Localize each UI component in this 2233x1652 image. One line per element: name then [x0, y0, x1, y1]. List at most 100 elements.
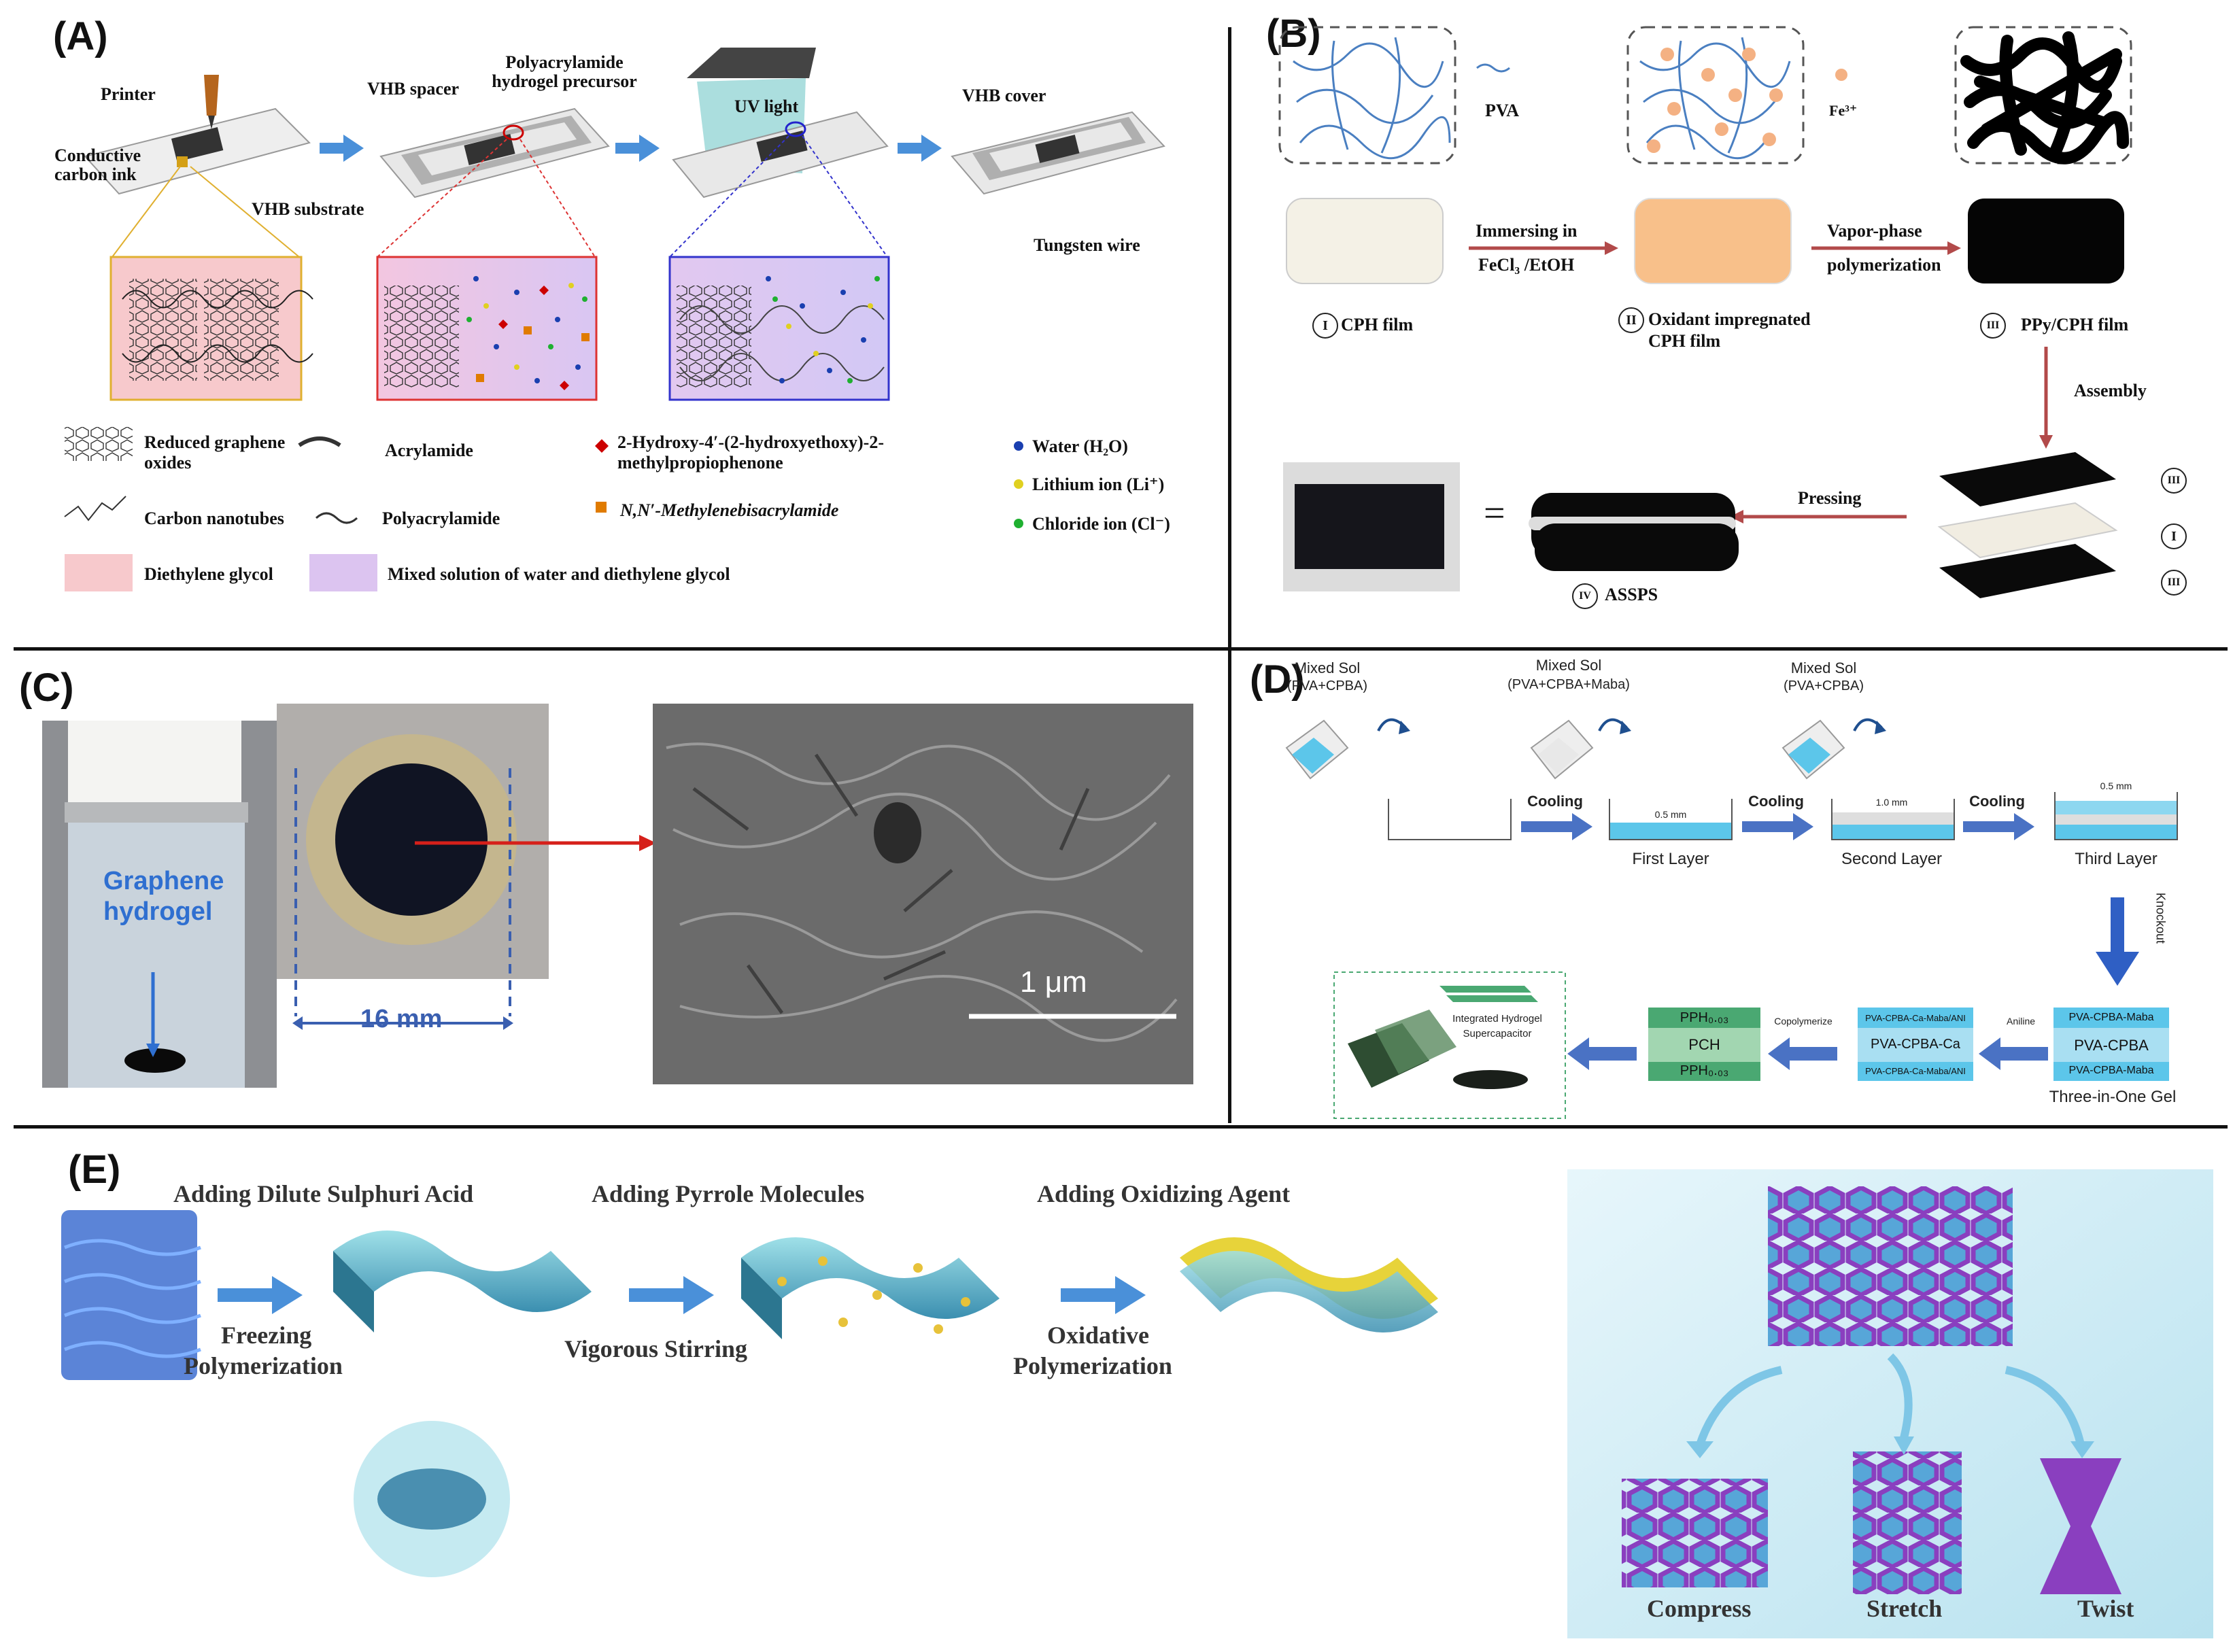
- d-sol1-line2: (PVA+CPBA): [1287, 678, 1367, 693]
- printer-label: Printer: [101, 84, 156, 104]
- panel-d-process-illustration: [1285, 718, 2178, 1119]
- e-step2-title: Adding Pyrrole Molecules: [592, 1180, 865, 1207]
- d-sol1-line1: Mixed Sol: [1294, 659, 1361, 676]
- c-hydrogel-line2: hydrogel: [103, 897, 213, 926]
- panel-b-label: (B): [1266, 12, 1321, 56]
- d-gel-bot: PVA-CPBA-Maba: [2068, 1065, 2154, 1076]
- legend-lithium: Lithium ion (Li⁺): [1032, 475, 1165, 494]
- e-stretch: Stretch: [1866, 1595, 1943, 1622]
- d-ani-bot: PVA-CPBA-Ca-Maba/ANI: [1865, 1066, 1966, 1076]
- b-stack-roman-mid: I: [2161, 523, 2187, 549]
- legend-cnt: Carbon nanotubes: [144, 509, 284, 528]
- legend-deg: Diethylene glycol: [144, 564, 273, 584]
- d-integrated-line1: Integrated Hydrogel: [1452, 1013, 1542, 1025]
- d-sol3-line1: Mixed Sol: [1790, 659, 1857, 676]
- d-mm-third: 0.5 mm: [2100, 780, 2132, 791]
- b-film2-line1: Oxidant impregnated: [1648, 309, 1811, 329]
- b-stack-roman-bot: III: [2161, 570, 2187, 596]
- d-first-layer: First Layer: [1632, 850, 1709, 868]
- d-second-layer: Second Layer: [1841, 850, 1943, 868]
- b-roman-2: II: [1618, 307, 1644, 333]
- legend-rgo: Reduced graphene oxides: [144, 432, 286, 472]
- d-third-layer: Third Layer: [2075, 850, 2158, 868]
- d-pph-top: PPH₀.₀₃: [1680, 1010, 1729, 1025]
- d-gel-top: PVA-CPBA-Maba: [2068, 1012, 2154, 1023]
- panel-e-label: (E): [68, 1148, 121, 1192]
- e-stirring: Vigorous Stirring: [564, 1335, 748, 1362]
- b-film1-label: CPH film: [1341, 315, 1414, 334]
- b-roman-4: IV: [1572, 583, 1598, 609]
- b-immersing-line1: Immersing in: [1476, 221, 1578, 241]
- vhb-spacer-label: VHB spacer: [367, 79, 460, 99]
- legend-chloride: Chloride ion (Cl⁻): [1032, 514, 1170, 534]
- e-oxidative-line1: Oxidative: [1047, 1322, 1149, 1349]
- d-mm-second: 1.0 mm: [1875, 797, 1908, 808]
- b-film2-line2: CPH film: [1648, 331, 1721, 351]
- c-scale-label: 1 μm: [1020, 965, 1087, 999]
- b-roman-3: III: [1980, 313, 2006, 339]
- legend-mixed: Mixed solution of water and diethylene g…: [388, 564, 730, 584]
- d-sol3-line2: (PVA+CPBA): [1784, 678, 1864, 693]
- legend-photoinitiator: 2-Hydroxy-4′-(2-hydroxyethoxy)-2-methylp…: [617, 432, 884, 472]
- uv-light-label: UV light: [734, 97, 799, 116]
- d-ani-top: PVA-CPBA-Ca-Maba/ANI: [1865, 1013, 1966, 1023]
- b-pva-label: PVA: [1485, 101, 1520, 120]
- legend-water: Water (H₂O): [1032, 436, 1128, 456]
- vhb-substrate-label: VHB substrate: [252, 199, 364, 219]
- panel-e-process-illustration: [61, 1169, 2213, 1638]
- e-step3-title: Adding Oxidizing Agent: [1037, 1180, 1291, 1207]
- b-roman-1: I: [1312, 313, 1338, 339]
- horizontal-divider-2: [14, 1125, 2228, 1129]
- e-freezing-line2: Polymerization: [184, 1352, 343, 1379]
- d-pch: PCH: [1688, 1036, 1720, 1053]
- d-integrated-line2: Supercapacitor: [1463, 1028, 1532, 1039]
- panel-d-label: (D): [1250, 657, 1305, 702]
- panel-a: (A): [0, 0, 1224, 646]
- d-gel-mid: PVA-CPBA: [2074, 1037, 2149, 1054]
- vertical-divider-top: [1228, 27, 1231, 1123]
- conductive-ink-label: Conductive carbon ink: [54, 145, 141, 184]
- b-stack-roman-top: III: [2161, 468, 2187, 494]
- precursor-label: Polyacrylamide hydrogel precursor: [492, 52, 637, 91]
- d-cooling-2: Cooling: [1748, 793, 1804, 810]
- c-hydrogel-line1: Graphene: [103, 867, 224, 895]
- b-fe-label: Fe³⁺: [1829, 102, 1858, 119]
- tungsten-wire-label: Tungsten wire: [1034, 235, 1140, 255]
- b-equals: =: [1484, 492, 1505, 534]
- b-vapor-line1: Vapor-phase: [1827, 221, 1922, 241]
- panel-c-photos: [42, 704, 1193, 1088]
- b-assps-label: ASSPS: [1605, 585, 1658, 604]
- panel-b: (B) PVA: [1232, 0, 2233, 646]
- b-film3-label: PPy/CPH film: [2021, 315, 2129, 334]
- e-step1-title: Adding Dilute Sulphuri Acid: [173, 1180, 474, 1207]
- vhb-cover-label: VHB cover: [962, 86, 1046, 105]
- d-sol2-line1: Mixed Sol: [1535, 657, 1602, 674]
- panel-e: (E): [0, 1132, 2233, 1652]
- e-freezing-line1: Freezing: [221, 1322, 312, 1349]
- panel-a-label: (A): [53, 14, 108, 58]
- d-aniline: Aniline: [2006, 1016, 2036, 1027]
- d-knockout: Knockout: [2153, 892, 2168, 944]
- legend-acrylamide: Acrylamide: [385, 441, 473, 460]
- e-oxidative-line2: Polymerization: [1013, 1352, 1172, 1379]
- d-three-in-one: Three-in-One Gel: [2049, 1088, 2177, 1106]
- d-cooling-1: Cooling: [1527, 793, 1583, 810]
- legend-polyacrylamide: Polyacrylamide: [382, 509, 500, 528]
- panel-c: (C) Graphene hydrogel 16 mm 1 μm: [0, 653, 1224, 1122]
- d-cooling-3: Cooling: [1969, 793, 2025, 810]
- d-pph-bot: PPH₀.₀₃: [1680, 1063, 1729, 1078]
- d-mm-first: 0.5 mm: [1654, 809, 1687, 820]
- panel-a-process-illustration: [64, 48, 1165, 591]
- b-pressing-label: Pressing: [1798, 488, 1862, 508]
- panel-c-label: (C): [19, 666, 74, 710]
- e-compress: Compress: [1647, 1595, 1752, 1622]
- d-sol2-line2: (PVA+CPBA+Maba): [1507, 677, 1630, 692]
- b-immersing-line2: FeCl₃ /EtOH: [1478, 255, 1575, 275]
- b-assembly-label: Assembly: [2074, 381, 2147, 400]
- b-vapor-line2: polymerization: [1827, 255, 1941, 275]
- c-size-label: 16 mm: [360, 1005, 443, 1033]
- legend-mba: N,N′-Methylenebisacrylamide: [620, 500, 839, 520]
- panel-d: (D): [1232, 653, 2233, 1122]
- horizontal-divider-1: [14, 647, 2228, 651]
- e-twist: Twist: [2077, 1595, 2134, 1622]
